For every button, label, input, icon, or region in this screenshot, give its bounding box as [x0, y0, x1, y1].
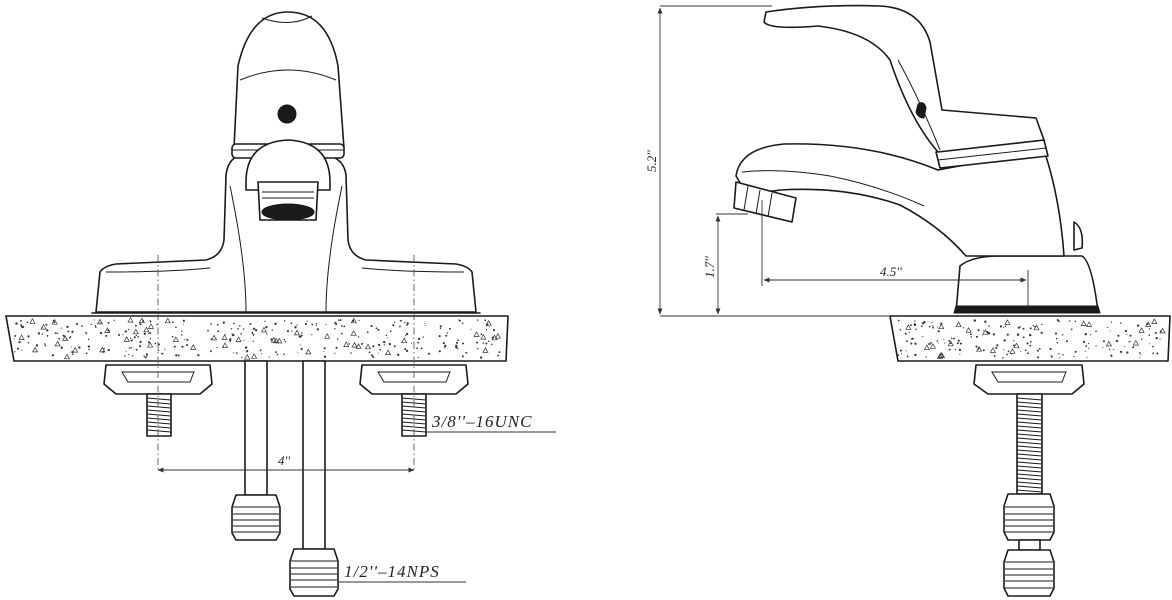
dimension-4in: 4''	[157, 453, 415, 473]
callout-mount-thread-label: 3/8''–16UNC	[431, 412, 532, 431]
supply-lines	[231, 360, 339, 597]
dimension-5-2in-label: 5.2''	[644, 150, 659, 172]
left-mounting-nut	[103, 364, 213, 437]
front-spout	[245, 139, 331, 221]
side-lever-handle	[763, 4, 1045, 153]
dimension-4-5in-label: 4.5''	[880, 264, 902, 279]
dimension-1-7in-label: 1.7''	[702, 256, 717, 278]
side-countertop	[889, 315, 1171, 362]
side-faucet-body	[733, 139, 1101, 314]
front-view: 4'' 3/8''–16UNC 1/2''–14NPS	[5, 11, 556, 597]
callout-supply-thread-label: 1/2''–14NPS	[344, 562, 440, 581]
mount-thread-lines	[146, 397, 427, 433]
side-view: 5.2'' 1.7'' 4.5''	[644, 4, 1171, 597]
side-mounting-nut	[973, 364, 1085, 597]
countertop-speckle	[896, 318, 1166, 359]
dimension-1-7in: 1.7''	[702, 213, 748, 315]
callout-supply-thread: 1/2''–14NPS	[338, 562, 466, 583]
dimension-4in-label: 4''	[278, 453, 290, 468]
dimension-4-5in: 4.5''	[761, 200, 1029, 306]
countertop-speckle	[13, 316, 501, 360]
front-lever-handle	[231, 11, 345, 159]
callout-mount-thread: 3/8''–16UNC	[426, 412, 556, 433]
dimension-5-2in: 5.2''	[644, 5, 890, 317]
front-countertop	[5, 315, 509, 362]
